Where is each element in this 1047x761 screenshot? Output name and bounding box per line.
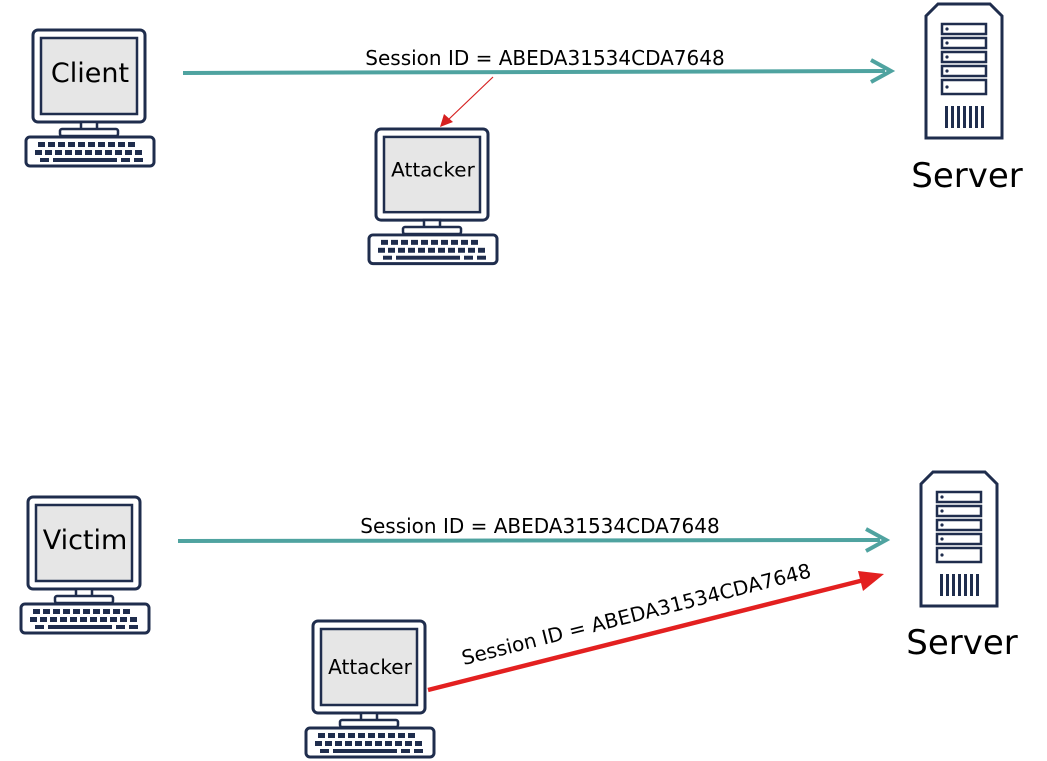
server-icon-top — [924, 2, 1004, 140]
victim-computer-icon: Victim — [19, 495, 151, 635]
session-id-label-top: Session ID = ABEDA31534CDA7648 — [365, 46, 724, 70]
client-label: Client — [51, 58, 129, 89]
session-leak-arrow — [440, 76, 494, 127]
attacker-label-bottom: Attacker — [328, 655, 412, 679]
victim-label: Victim — [43, 525, 128, 556]
client-computer-icon: Client — [24, 28, 156, 168]
session-id-label-victim: Session ID = ABEDA31534CDA7648 — [360, 514, 719, 538]
client-server-arrow — [182, 58, 896, 84]
attacker-computer-icon-bottom: Attacker — [304, 619, 436, 759]
bottom-scene: Session ID = ABEDA31534CDA7648 Session I… — [19, 470, 1018, 759]
attacker-label-top: Attacker — [391, 159, 475, 182]
server-label-top: Server — [911, 156, 1023, 196]
top-scene: Session ID = ABEDA31534CDA7648 Client At… — [24, 2, 1023, 266]
attacker-server-arrow — [427, 571, 884, 693]
server-icon-bottom — [919, 470, 999, 608]
server-label-bottom: Server — [906, 623, 1018, 663]
session-id-label-attacker: Session ID = ABEDA31534CDA7648 — [459, 558, 813, 669]
victim-server-arrow — [177, 527, 891, 553]
attacker-computer-icon: Attacker — [367, 127, 499, 266]
